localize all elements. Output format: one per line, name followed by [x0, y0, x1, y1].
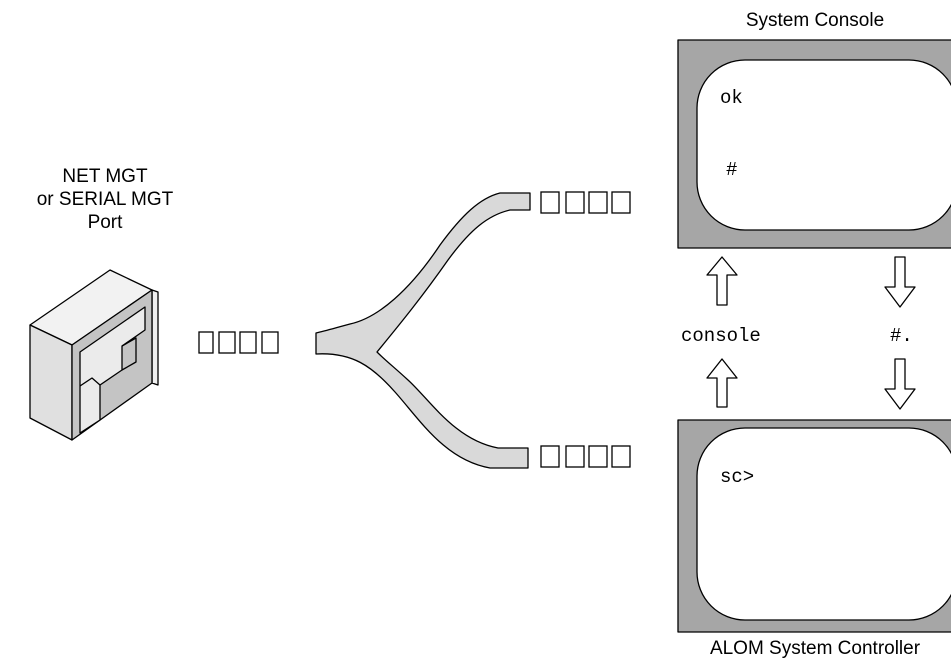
alom-controller-title: ALOM System Controller: [710, 638, 921, 659]
port-label-line-1: NET MGT: [62, 166, 148, 187]
system-console-screen: [677, 39, 951, 249]
escape-command: #.: [890, 325, 913, 347]
alom-controller-screen: [677, 419, 951, 633]
port-label-line-3: Port: [88, 212, 124, 233]
arrow-up-icon: [706, 358, 738, 408]
system-console-ok-prompt: ok: [720, 87, 743, 109]
arrow-up-icon: [706, 256, 738, 306]
system-console-title: System Console: [746, 10, 884, 31]
port-label-line-2: or SERIAL MGT: [37, 189, 174, 210]
port-signal-dots: [198, 331, 279, 354]
system-console-hash-prompt: #: [726, 159, 737, 181]
y-split-cable: [315, 192, 531, 469]
console-signal-dots: [540, 191, 631, 214]
arrow-down-icon: [884, 358, 916, 410]
console-command: console: [681, 325, 761, 347]
alom-signal-dots: [540, 445, 631, 468]
arrow-down-icon: [884, 256, 916, 308]
alom-sc-prompt: sc>: [720, 466, 754, 488]
port-connector-icon: [29, 269, 159, 441]
